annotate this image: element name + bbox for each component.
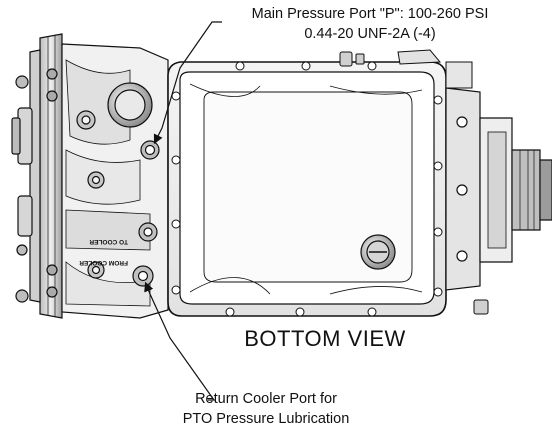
- transmission-case: [61, 43, 169, 319]
- main-pressure-port-label-line2: 0.44-20 UNF-2A (-4): [304, 26, 436, 42]
- main-pressure-port-callout: Main Pressure Port "P": 100-260 PSI 0.44…: [205, 4, 535, 44]
- callout-leaders: [144, 21, 222, 401]
- return-cooler-port-callout: Return Cooler Port for PTO Pressure Lubr…: [176, 389, 356, 429]
- drain-plug: [360, 234, 396, 270]
- to-cooler-casting-text: TO COOLER: [89, 238, 128, 245]
- return-cooler-port-fittings: [132, 222, 158, 287]
- return-cooler-port-label-line2: PTO Pressure Lubrication: [182, 411, 350, 427]
- casting-text: TO COOLER FROM COOLER: [79, 238, 128, 266]
- main-pressure-port-label-line1: Main Pressure Port "P": 100-260 PSI: [251, 6, 489, 22]
- return-cooler-port-label-line1: Return Cooler Port for: [195, 391, 337, 407]
- harness-connectors: [339, 49, 489, 315]
- oil-pan-bolts: [171, 61, 443, 317]
- tail-housing: [445, 87, 552, 291]
- oil-pan: [167, 61, 447, 317]
- from-cooler-casting-text: FROM COOLER: [79, 259, 128, 266]
- return-cooler-leader-line: [144, 281, 216, 401]
- main-pressure-port-fitting: [107, 82, 160, 160]
- view-label: BOTTOM VIEW: [244, 326, 406, 351]
- main-pressure-leader-line: [153, 21, 222, 145]
- bell-housing-flange: [11, 33, 63, 319]
